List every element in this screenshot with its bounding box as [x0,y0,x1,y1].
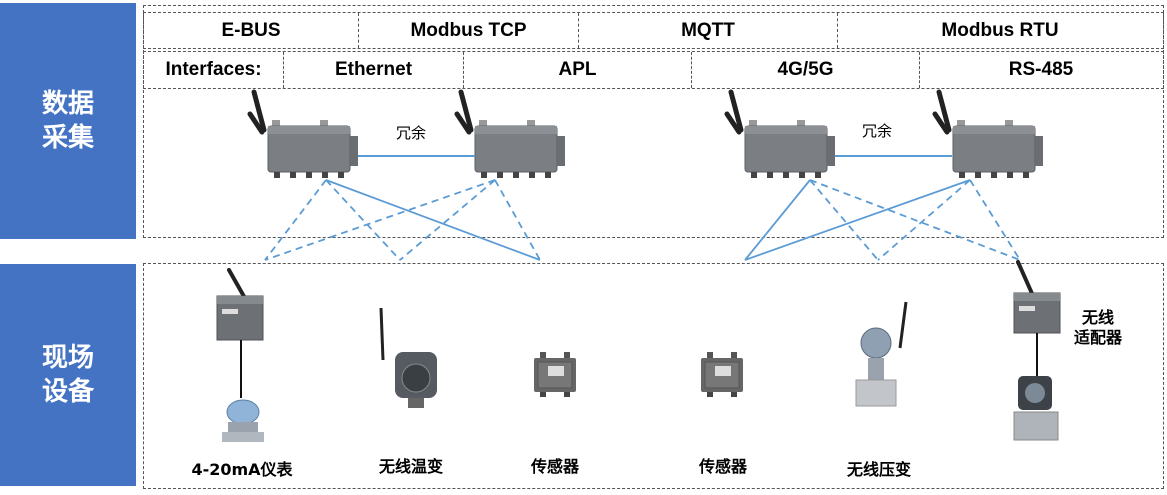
gateway-device-icon [727,92,835,178]
interface-cell: Ethernet [284,52,464,88]
section-label-line-1: 数据 [41,89,94,119]
data-collection-frame [143,5,1164,238]
differential-pressure-transmitter-icon [1013,376,1059,441]
section-label-line-2: 采集 [41,123,94,153]
protocol-cell: Modbus RTU [941,19,1059,41]
device-label: 传感器 [530,457,579,476]
interface-cell: APL [464,52,692,88]
device-label: 无线压变 [846,460,911,479]
section-label-line-1: 现场 [41,343,94,373]
section-label-line-2: 设备 [41,377,94,407]
interface-cell: 4G/5G [692,52,920,88]
redundancy-label: 冗余 [862,122,893,140]
field-devices-frame [143,263,1164,489]
device-label: 4-20mA仪表 [191,460,293,479]
pressure-transmitter-icon [222,399,264,442]
gateway-device-icon [250,92,358,178]
protocol-cell: Modbus TCP [359,13,579,48]
sensor-box-icon [700,351,744,398]
left-link-lines [264,179,541,261]
gateway-device-icon [935,92,1043,178]
right-link-lines [744,179,1021,261]
protocol-row: E-BUS Modbus TCP MQTT Modbus RTU [143,12,1164,49]
protocol-cell: E-BUS [144,13,359,48]
adapter-label-line-2: 适配器 [1074,328,1123,347]
interfaces-label: Interfaces: [144,52,284,88]
wireless-temperature-transmitter-icon [379,307,437,408]
adapter-label-line-1: 无线 [1082,308,1115,327]
redundancy-label: 冗余 [396,124,427,142]
section-label-field-devices: 现场设备 [0,264,136,486]
protocol-cell: MQTT [579,13,838,48]
section-label-data-collection: 数据采集 [0,3,136,239]
interfaces-row: Interfaces: Ethernet APL 4G/5G RS-485 [143,51,1164,89]
wireless-adapter-label: 无线 适配器 [1074,308,1122,348]
gateway-device-icon [457,92,565,178]
sensor-box-icon [533,351,577,398]
wireless-adapter-icon [1013,260,1061,376]
wired-adapter-icon [216,268,264,398]
interface-cell: RS-485 [1008,59,1074,80]
device-label: 传感器 [698,457,747,476]
wireless-pressure-transmitter-icon [855,301,908,407]
device-label: 无线温变 [378,457,443,476]
